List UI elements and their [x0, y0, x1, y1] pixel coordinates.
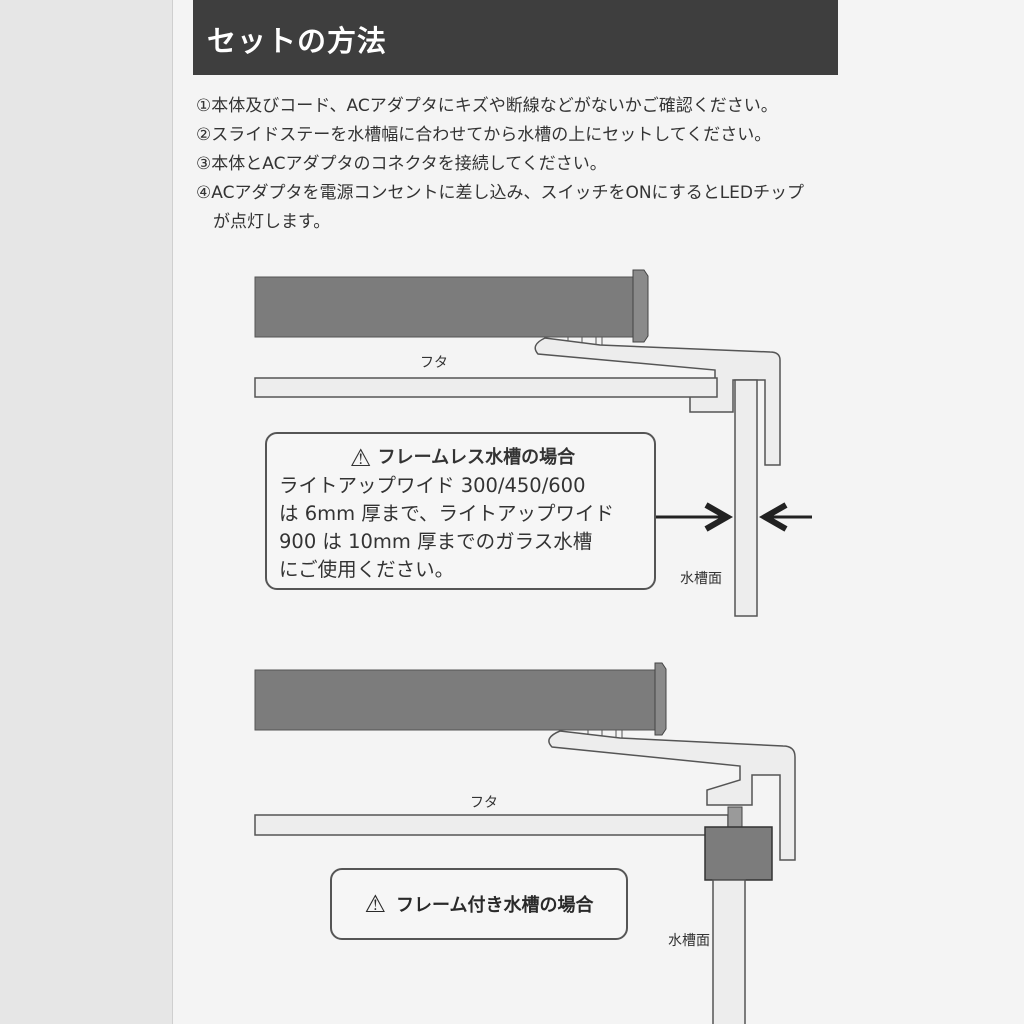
setup-steps: ①本体及びコード、ACアダプタにキズや断線などがないかご確認ください。 ②スライ…	[196, 92, 856, 237]
lamp-end-cap	[632, 269, 649, 343]
notice-title: フレームレス水槽の場合	[377, 447, 576, 468]
notice-title: フレーム付き水槽の場合	[396, 895, 594, 916]
slide-stay	[534, 337, 781, 466]
section-title: セットの方法	[207, 24, 388, 58]
step-3: ③本体とACアダプタのコネクタを接続してください。	[196, 154, 607, 174]
notice-line: は 6mm 厚まで、ライトアップワイド	[279, 502, 615, 525]
slide-stay	[548, 730, 796, 861]
lamp-body	[254, 276, 634, 338]
frameless-diagram	[254, 269, 812, 617]
tank-surface-label: 水槽面	[680, 571, 722, 587]
lid-label: フタ	[470, 795, 498, 811]
notice-line: ライトアップワイド 300/450/600	[279, 474, 586, 497]
step-1: ①本体及びコード、ACアダプタにキズや断線などがないかご確認ください。	[196, 96, 778, 116]
lid-label: フタ	[420, 355, 448, 371]
frameless-notice: ⚠ フレームレス水槽の場合 ライトアップワイド 300/450/600 は 6m…	[265, 432, 656, 590]
step-4-continued: が点灯します。	[213, 212, 331, 232]
aquarium-lid	[254, 814, 729, 836]
notice-line: 900 は 10mm 厚までのガラス水槽	[279, 530, 593, 553]
warning-icon: ⚠	[364, 890, 387, 918]
lamp-body	[254, 669, 656, 731]
section-header: セットの方法	[193, 0, 838, 75]
tank-surface-label: 水槽面	[668, 933, 710, 949]
tank-frame	[704, 826, 773, 881]
step-4: ④ACアダプタを電源コンセントに差し込み、スイッチをONにするとLEDチップ	[196, 183, 805, 203]
warning-icon: ⚠	[349, 444, 372, 472]
glass-wall	[734, 379, 758, 617]
aquarium-lid	[254, 377, 718, 398]
framed-diagram	[254, 662, 796, 1024]
notice-line: にご使用ください。	[279, 558, 455, 581]
glass-wall	[712, 879, 746, 1024]
framed-notice: ⚠ フレーム付き水槽の場合	[330, 868, 628, 940]
step-2: ②スライドステーを水槽幅に合わせてから水槽の上にセットしてください。	[196, 125, 772, 145]
lamp-end-cap	[654, 662, 667, 736]
